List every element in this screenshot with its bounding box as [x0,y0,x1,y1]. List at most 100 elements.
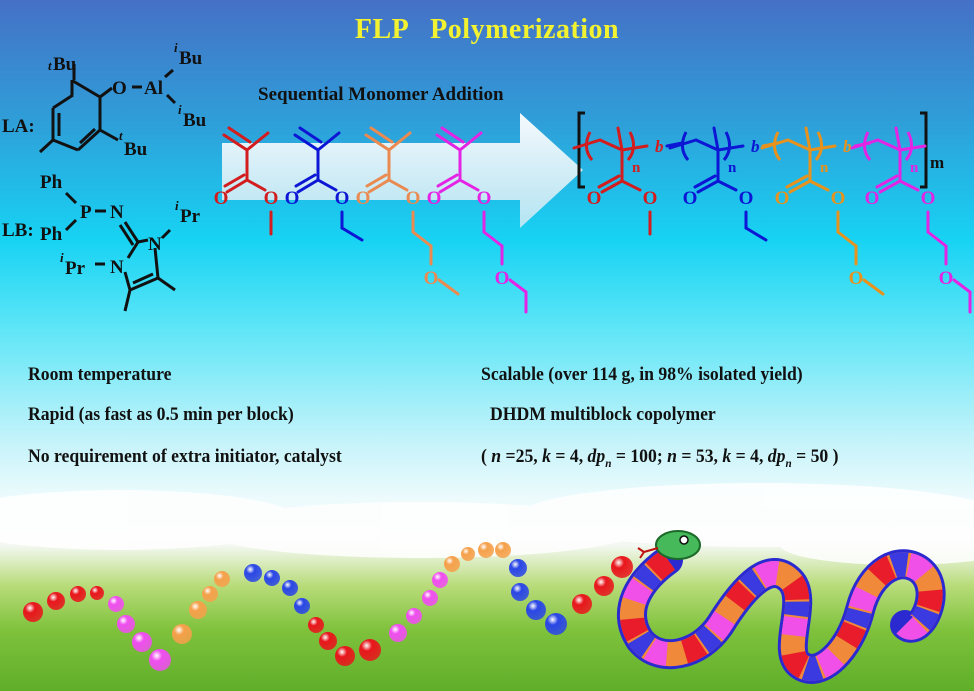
oxygen-atom: O [739,188,754,209]
svg-text:O: O [112,78,127,99]
svg-text:Bu: Bu [179,48,203,69]
methyl-bond [245,131,270,152]
vinyl-double-bond [369,126,394,144]
bond [898,179,920,192]
bead-orange [214,571,230,587]
svg-text:N: N [110,257,124,278]
methyl-bond [387,131,412,152]
bead-red [90,586,104,600]
bead-orange [495,542,511,558]
bond [952,278,972,294]
oxygen-atom: O [335,188,350,209]
oxygen-atom: O [865,188,880,209]
repeat-n: n [820,160,829,176]
close-paren [904,131,913,161]
carbonyl-bond [696,179,720,194]
title: FLP Polymerization [354,14,620,45]
svg-text:i: i [175,198,179,213]
snake-head [655,530,701,560]
carbonyl-bond [436,173,459,188]
bead-blue [511,583,529,601]
methyl-bond [712,126,720,152]
repeat-m: m [930,153,944,172]
svg-text:Bu: Bu [53,54,77,75]
feature-parameters: ( n =25, k = 4, dpn = 100; n = 53, k = 4… [481,446,839,470]
bead-blue [509,559,527,577]
lewis-acid-structure [38,64,177,154]
close-paren [814,131,823,161]
bead-blue [545,613,567,635]
oxygen-atom: O [921,188,936,209]
carbonyl-bond [600,179,624,194]
repeat-n: n [910,160,919,176]
oxygen-atom: O [427,188,442,209]
vinyl-double-bond [293,133,320,152]
carbonyl-bond [294,173,317,188]
methyl-bond [458,131,483,152]
bond [458,178,480,192]
backbone [876,138,902,152]
bead-blue [282,580,298,596]
lewis-base-structure [64,191,176,312]
bead-red [611,556,633,578]
snake-eye [679,535,689,545]
bead-orange [202,586,218,602]
backbone [694,138,720,152]
bead-blue [526,600,546,620]
carbonyl-bond [365,173,388,188]
block-link-b: b [751,137,760,156]
oxygen-atom: O [775,188,790,209]
bead-orange [478,542,494,558]
bead-red [308,617,324,633]
svg-text:Ph: Ph [40,172,63,193]
repeat-n: n [728,160,737,176]
oxygen-atom: O [477,188,492,209]
carbonyl-bond [597,174,621,189]
bead-red [359,639,381,661]
lewis-acid-labels: LA: t Bu O Al i Bu i Bu t Bu [2,40,207,160]
bead-magenta [422,590,438,606]
arrow-label: Sequential Monomer Addition [258,84,504,105]
carbonyl-bond [223,173,246,188]
vinyl-double-bond [364,133,391,152]
oxygen-atom: O [285,188,300,209]
bond [926,230,948,248]
vinyl-double-bond [435,133,462,152]
oxygen-atom: O [424,268,439,289]
bond [340,226,364,242]
snake-illustration [616,530,946,684]
close-paren [722,131,731,161]
bead-blue [244,564,262,582]
bead-red [594,576,614,596]
bond [387,178,409,192]
bond [862,278,885,296]
svg-text:N: N [110,202,124,223]
bead-red [47,592,65,610]
oxygen-atom: O [849,268,864,289]
bead-blue [264,570,280,586]
methyl-bond [616,126,624,152]
oxygen-atom: O [587,188,602,209]
bond [620,179,642,192]
oxygen-atom: O [939,268,954,289]
svg-text:Bu: Bu [183,110,207,131]
carbonyl-bond [788,179,812,194]
bond [836,230,858,248]
carbonyl-bond [438,178,462,194]
open-paren [773,131,782,161]
linker-bond [665,141,684,148]
svg-text:LA:: LA: [2,116,35,137]
bond [808,179,830,192]
addition-arrow [222,113,583,228]
backbone [786,138,812,152]
open-paren [681,131,690,161]
bead-red [572,594,592,614]
vinyl-double-bond [227,126,252,144]
snake-band-blue [619,550,943,681]
bead-orange [444,556,460,572]
